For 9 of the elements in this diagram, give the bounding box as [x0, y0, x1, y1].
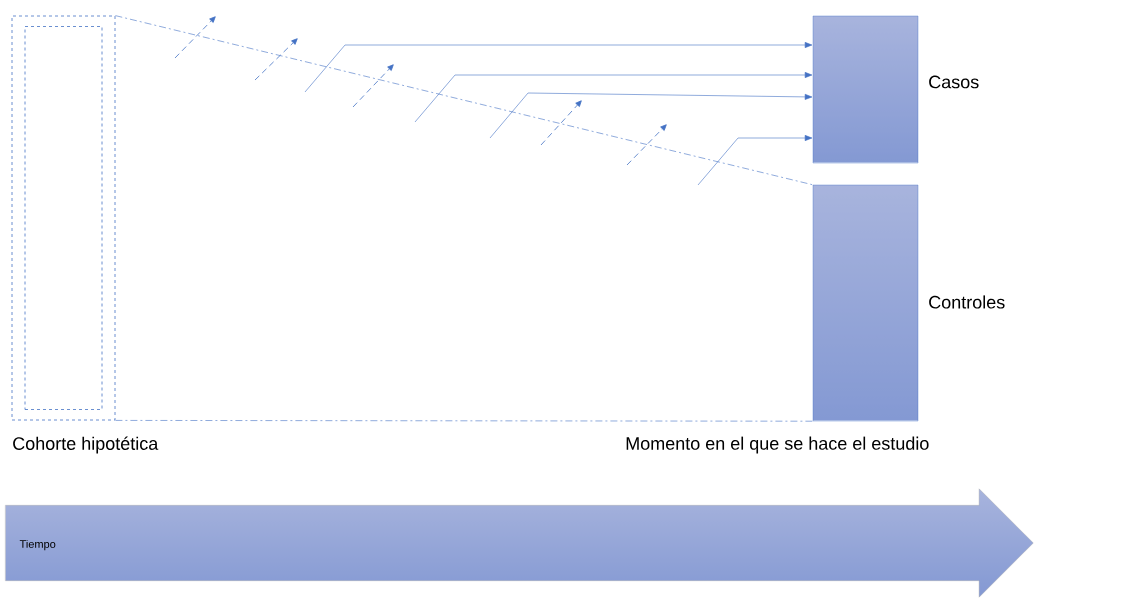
cases-label: Casos: [929, 75, 979, 89]
inner-cohort-box: [24, 26, 103, 410]
cohort-label: Cohorte hipotética: [13, 436, 159, 454]
arrow: [489, 92, 813, 139]
arrow: [697, 135, 813, 186]
arrow: [414, 72, 813, 123]
arrow: [304, 42, 813, 93]
controls-label: Controles: [929, 295, 1005, 309]
study-moment-label: Momento en el que se hace el estudio: [626, 436, 929, 454]
